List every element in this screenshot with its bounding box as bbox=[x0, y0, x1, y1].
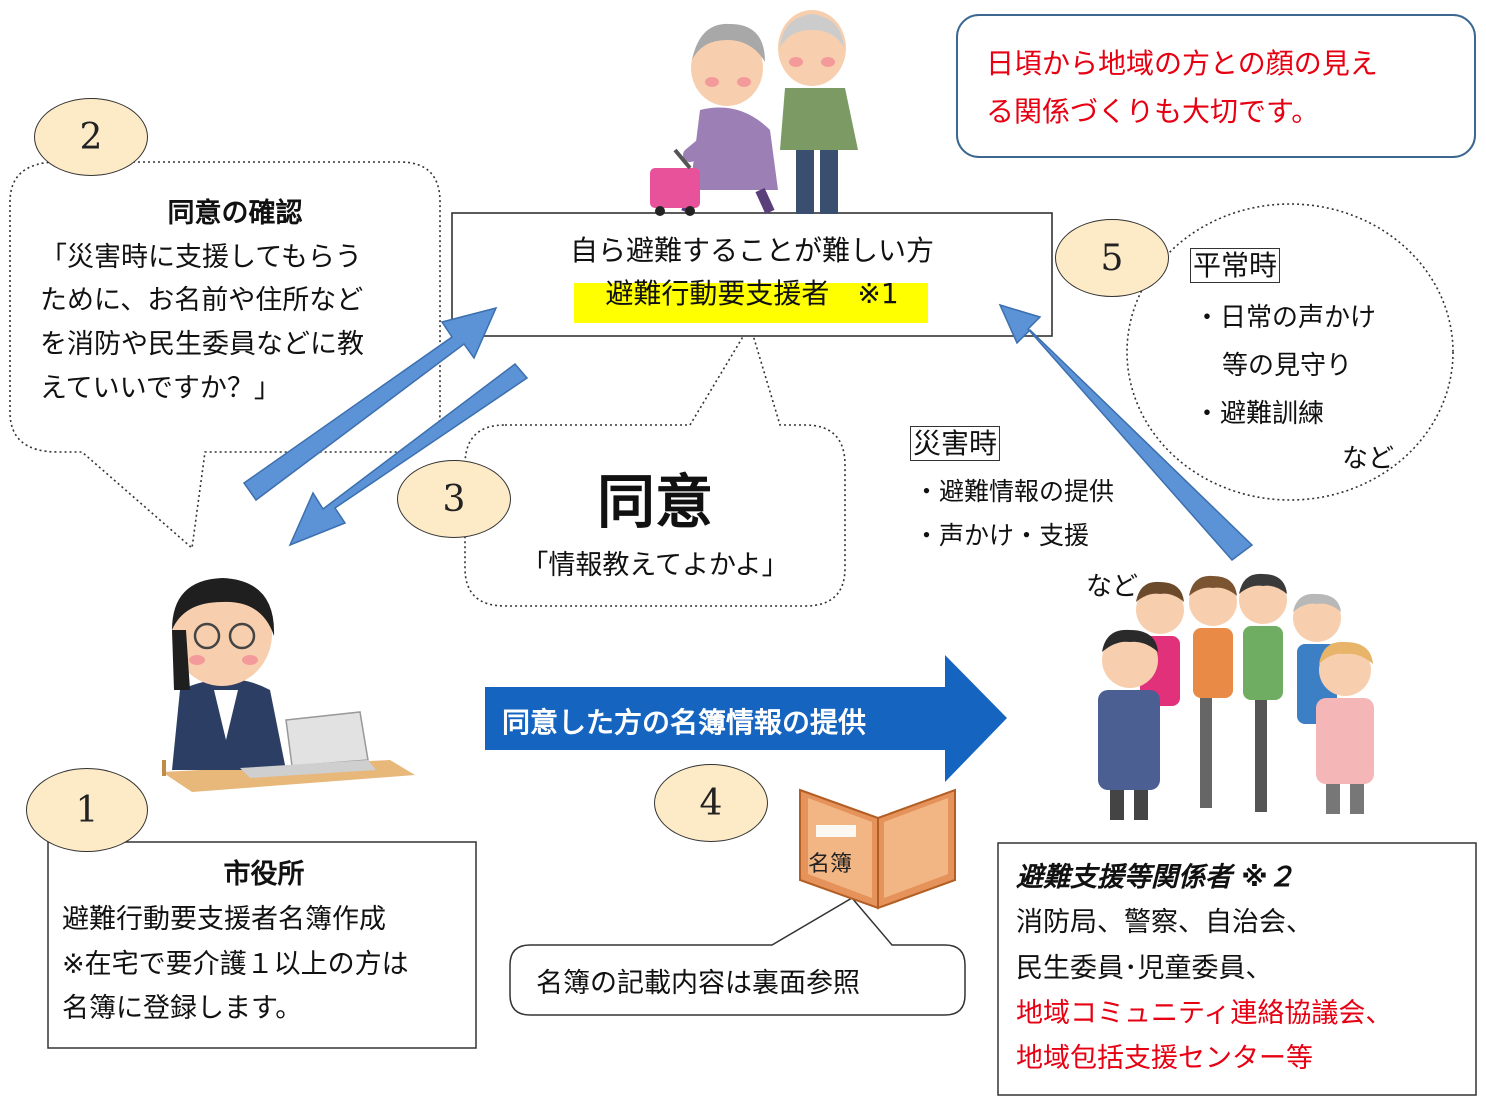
note-box bbox=[956, 14, 1476, 158]
disaster-time-heading: 災害時 bbox=[910, 422, 1001, 462]
arrow-request bbox=[242, 306, 498, 502]
normal-time-bubble bbox=[1126, 203, 1454, 501]
city-hall-line-1: 避難行動要支援者名簿作成 bbox=[62, 903, 386, 935]
target-box bbox=[451, 212, 1053, 337]
community-illustration bbox=[1098, 573, 1374, 820]
consent-title: 同意 bbox=[596, 468, 713, 536]
city-hall-title: 市役所 bbox=[223, 859, 305, 890]
city-hall-box bbox=[47, 841, 477, 1049]
step-5-circle: 5 bbox=[1055, 219, 1169, 297]
target-term: 避難行動要支援者 ※1 bbox=[605, 277, 899, 311]
elderly-couple-illustration bbox=[650, 10, 858, 216]
consent-check-bubble bbox=[9, 161, 441, 550]
consent-check-line-3: を消防や民生委員などに教 bbox=[40, 329, 364, 361]
normal-time-item-1a: ・日常の声かけ bbox=[1194, 303, 1377, 333]
arrow-support bbox=[998, 303, 1254, 562]
book-callout-box bbox=[509, 897, 966, 1016]
consent-check-text: 同意の確認 「災害時に支援してもらう ために、お名前や住所など を消防や民生委員… bbox=[40, 192, 430, 411]
consent-check-title: 同意の確認 bbox=[167, 198, 303, 229]
supporters-line-3: 地域コミュニティ連絡協議会、 bbox=[1016, 998, 1393, 1030]
supporters-line-2: 民生委員･児童委員、 bbox=[1016, 952, 1273, 984]
arrow-consent bbox=[288, 362, 529, 547]
city-hall-line-3: 名簿に登録します。 bbox=[62, 993, 303, 1025]
note-line-1: 日頃から地域の方との顔の見え bbox=[986, 47, 1378, 80]
note-text: 日頃から地域の方との顔の見え る関係づくりも大切です。 bbox=[986, 40, 1378, 135]
disaster-time-item-2: ・声かけ・支援 bbox=[914, 520, 1090, 550]
target-text: 自ら避難することが難しい方 避難行動要支援者 ※1 bbox=[452, 229, 1052, 316]
consent-check-line-4: えていいですか？」 bbox=[40, 372, 281, 404]
note-line-2: る関係づくりも大切です。 bbox=[986, 94, 1320, 128]
target-highlight bbox=[574, 283, 928, 323]
city-hall-line-2: ※在宅で要介護１以上の方は bbox=[62, 948, 409, 980]
consent-check-line-1: 「災害時に支援してもらう bbox=[40, 241, 362, 273]
book-callout-text: 名簿の記載内容は裏面参照 bbox=[536, 968, 860, 999]
target-description: 自ら避難することが難しい方 bbox=[569, 234, 934, 267]
normal-time-item-1b: 等の見守り bbox=[1222, 351, 1353, 382]
normal-time-heading: 平常時 bbox=[1190, 244, 1281, 284]
disaster-time-item-1: ・避難情報の提供 bbox=[914, 477, 1115, 506]
consent-bubble bbox=[464, 323, 846, 607]
step-1-circle: 1 bbox=[26, 768, 148, 852]
step-2-circle: 2 bbox=[34, 98, 148, 176]
supporters-line-1: 消防局、警察、自治会、 bbox=[1016, 907, 1313, 939]
supporters-line-4: 地域包括支援センター等 bbox=[1016, 1043, 1313, 1075]
consent-quote: 「情報教えてよかよ」 bbox=[521, 550, 789, 581]
consent-check-line-2: ために、お名前や住所など bbox=[40, 285, 364, 317]
roster-book-illustration bbox=[799, 788, 956, 910]
normal-time-item-2: ・避難訓練 bbox=[1194, 399, 1325, 430]
supporters-title: 避難支援等関係者 ※２ bbox=[1016, 862, 1295, 893]
city-hall-text: 市役所 避難行動要支援者名簿作成 ※在宅で要介護１以上の方は 名簿に登録します。 bbox=[62, 853, 466, 1032]
normal-time-etc: など bbox=[1342, 444, 1395, 474]
staff-illustration bbox=[162, 578, 415, 792]
provide-arrow-label: 同意した方の名簿情報の提供 bbox=[502, 706, 867, 739]
step-3-circle: 3 bbox=[397, 460, 511, 538]
book-label: 名簿 bbox=[808, 852, 853, 877]
disaster-time-etc: など bbox=[1086, 572, 1139, 602]
supporters-text: 避難支援等関係者 ※２ 消防局、警察、自治会、 民生委員･児童委員、 地域コミュ… bbox=[1016, 855, 1472, 1082]
normal-time-list: ・日常の声かけ 等の見守り ・避難訓練 bbox=[1194, 294, 1376, 438]
arrow-provide bbox=[485, 655, 1007, 782]
step-4-circle: 4 bbox=[654, 764, 768, 842]
supporters-box bbox=[997, 842, 1477, 1096]
disaster-time-list: ・避難情報の提供 ・声かけ・支援 bbox=[914, 470, 1114, 558]
